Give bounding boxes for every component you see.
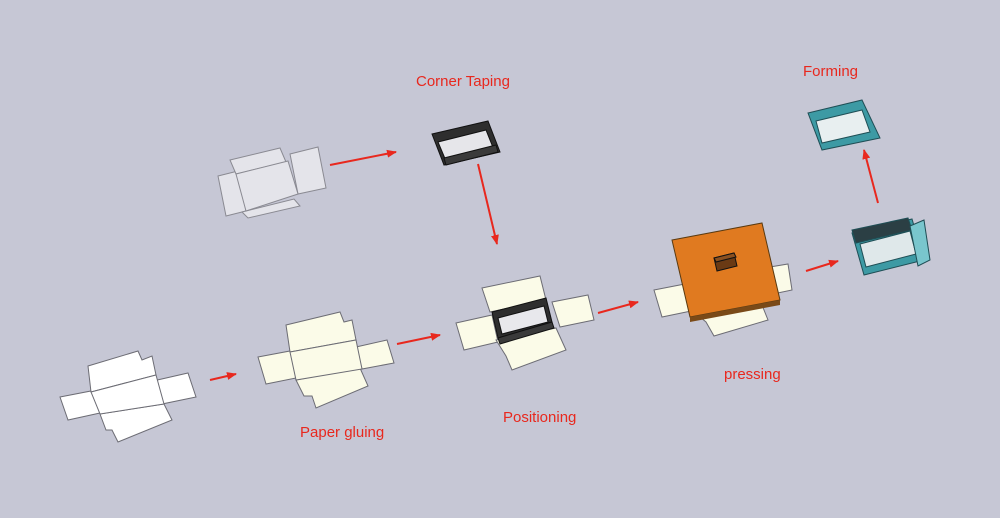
flat-box-blank: [217, 146, 327, 219]
arrow-blank-to-taping: [329, 149, 397, 166]
press-plate: [671, 222, 781, 322]
arrow-paper-to-gluing: [209, 372, 237, 381]
wrapping-paper: [59, 350, 197, 443]
forming-box-lower: [851, 217, 931, 276]
arrow-pressing-to-forming: [805, 259, 839, 272]
label-paper-gluing: Paper gluing: [300, 424, 385, 441]
arrow-forming-up: [862, 149, 879, 204]
label-positioning: Positioning: [503, 409, 577, 426]
flow-arrows: [209, 149, 879, 381]
arrow-taping-to-positioning: [477, 163, 499, 245]
arrow-positioning-to-pressing: [597, 300, 639, 314]
forming-box-upper: [807, 99, 881, 151]
label-forming: Forming: [803, 63, 859, 80]
glued-paper: [257, 311, 395, 409]
corner-taped-box: [431, 120, 501, 166]
label-corner-taping: Corner Taping: [416, 73, 510, 90]
pressed-box: [713, 252, 738, 272]
label-pressing: pressing: [724, 366, 781, 383]
rigid-box-positioned: [491, 297, 555, 345]
arrow-gluing-to-positioning: [396, 332, 441, 345]
